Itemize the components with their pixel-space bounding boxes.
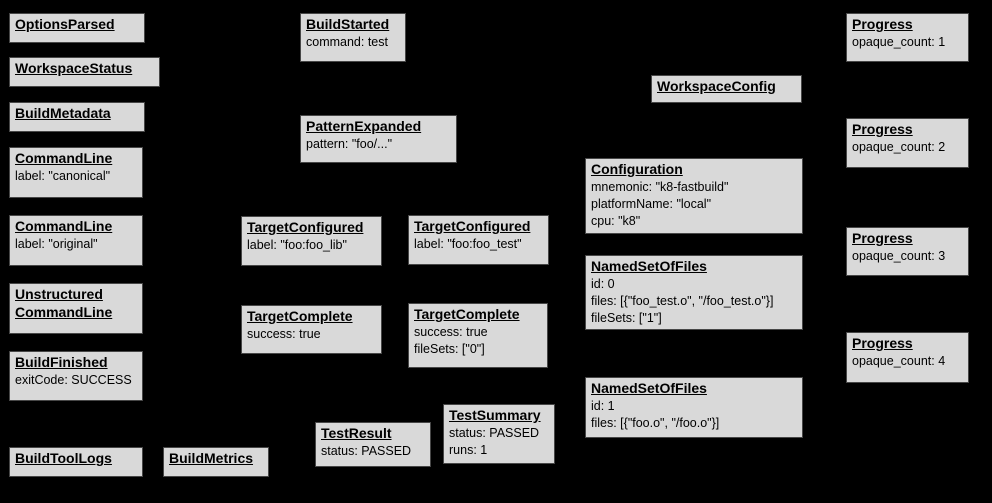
node-property: mnemonic: "k8-fastbuild" (591, 179, 729, 194)
node-title: TestSummary (449, 407, 541, 423)
node-property: pattern: "foo/..." (306, 136, 393, 151)
event-node-named-set-of-files-1: NamedSetOfFiles id: 1 files: [{"foo.o", "/… (585, 377, 803, 438)
event-node-workspace-config: WorkspaceConfig (651, 75, 802, 103)
node-title: WorkspaceStatus (15, 60, 133, 76)
node-title: TargetComplete (414, 306, 520, 322)
node-title: Unstructured CommandLine (15, 286, 113, 320)
node-property: fileSets: ["1"] (591, 310, 662, 325)
node-property: files: [{"foo.o", "/foo.o"}] (591, 415, 720, 430)
node-title: TargetConfigured (247, 219, 364, 235)
node-property: runs: 1 (449, 442, 488, 457)
event-node-target-configured-foo-lib: TargetConfigured label: "foo:foo_lib" (241, 216, 382, 266)
node-property: opaque_count: 3 (852, 248, 946, 263)
event-node-build-metrics: BuildMetrics (163, 447, 269, 477)
node-property: label: "original" (15, 236, 98, 251)
node-property: cpu: "k8" (591, 213, 641, 228)
node-property: id: 1 (591, 398, 615, 413)
node-title: OptionsParsed (15, 16, 115, 32)
node-property: command: test (306, 34, 388, 49)
event-node-progress-1: Progress opaque_count: 1 (846, 13, 969, 62)
event-node-target-configured-foo-test: TargetConfigured label: "foo:foo_test" (408, 215, 549, 265)
node-property: opaque_count: 1 (852, 34, 946, 49)
node-property: status: PASSED (449, 425, 540, 440)
event-node-test-summary: TestSummary status: PASSED runs: 1 (443, 404, 555, 464)
node-property: files: [{"foo_test.o", "/foo_test.o"}] (591, 293, 774, 308)
node-title: TestResult (321, 425, 392, 441)
node-title: Progress (852, 121, 913, 137)
event-node-build-tool-logs: BuildToolLogs (9, 447, 143, 477)
event-node-unstructured-command-line: Unstructured CommandLine (9, 283, 143, 334)
node-property: success: true (247, 326, 321, 341)
node-property: success: true (414, 324, 488, 339)
node-title: Progress (852, 230, 913, 246)
node-title: Progress (852, 335, 913, 351)
event-node-build-finished: BuildFinished exitCode: SUCCESS (9, 351, 143, 401)
node-title: NamedSetOfFiles (591, 380, 707, 396)
node-title: BuildMetadata (15, 105, 111, 121)
node-title: CommandLine (15, 150, 113, 166)
node-title: Configuration (591, 161, 683, 177)
node-property: id: 0 (591, 276, 615, 291)
node-title: PatternExpanded (306, 118, 422, 134)
event-node-build-metadata: BuildMetadata (9, 102, 145, 132)
node-title: BuildMetrics (169, 450, 254, 466)
node-title: TargetConfigured (414, 218, 531, 234)
node-title: WorkspaceConfig (657, 78, 776, 94)
node-property: opaque_count: 2 (852, 139, 946, 154)
node-title: BuildToolLogs (15, 450, 112, 466)
node-property: opaque_count: 4 (852, 353, 946, 368)
node-property: label: "canonical" (15, 168, 111, 183)
event-node-progress-3: Progress opaque_count: 3 (846, 227, 969, 276)
node-property: label: "foo:foo_lib" (247, 237, 347, 252)
node-property: exitCode: SUCCESS (15, 372, 132, 387)
node-property: fileSets: ["0"] (414, 341, 485, 356)
node-title: TargetComplete (247, 308, 353, 324)
node-title: NamedSetOfFiles (591, 258, 707, 274)
event-node-configuration: Configuration mnemonic: "k8-fastbuild" pla… (585, 158, 803, 234)
event-node-progress-4: Progress opaque_count: 4 (846, 332, 969, 383)
node-property: status: PASSED (321, 443, 412, 458)
node-title: BuildFinished (15, 354, 108, 370)
event-node-pattern-expanded: PatternExpanded pattern: "foo/..." (300, 115, 457, 163)
event-node-target-complete-foo-test: TargetComplete success: true fileSets: ["0… (408, 303, 548, 368)
node-property: platformName: "local" (591, 196, 712, 211)
event-node-progress-2: Progress opaque_count: 2 (846, 118, 969, 168)
event-node-command-line-original: CommandLine label: "original" (9, 215, 143, 266)
node-title: BuildStarted (306, 16, 390, 32)
event-node-command-line-canonical: CommandLine label: "canonical" (9, 147, 143, 198)
node-property: label: "foo:foo_test" (414, 236, 522, 251)
event-node-target-complete-foo-lib: TargetComplete success: true (241, 305, 382, 354)
event-node-options-parsed: OptionsParsed (9, 13, 145, 43)
event-node-workspace-status: WorkspaceStatus (9, 57, 160, 87)
node-title: Progress (852, 16, 913, 32)
event-node-build-started: BuildStarted command: test (300, 13, 406, 62)
event-node-named-set-of-files-0: NamedSetOfFiles id: 0 files: [{"foo_test.o… (585, 255, 803, 330)
event-node-test-result: TestResult status: PASSED (315, 422, 431, 467)
node-title: CommandLine (15, 218, 113, 234)
